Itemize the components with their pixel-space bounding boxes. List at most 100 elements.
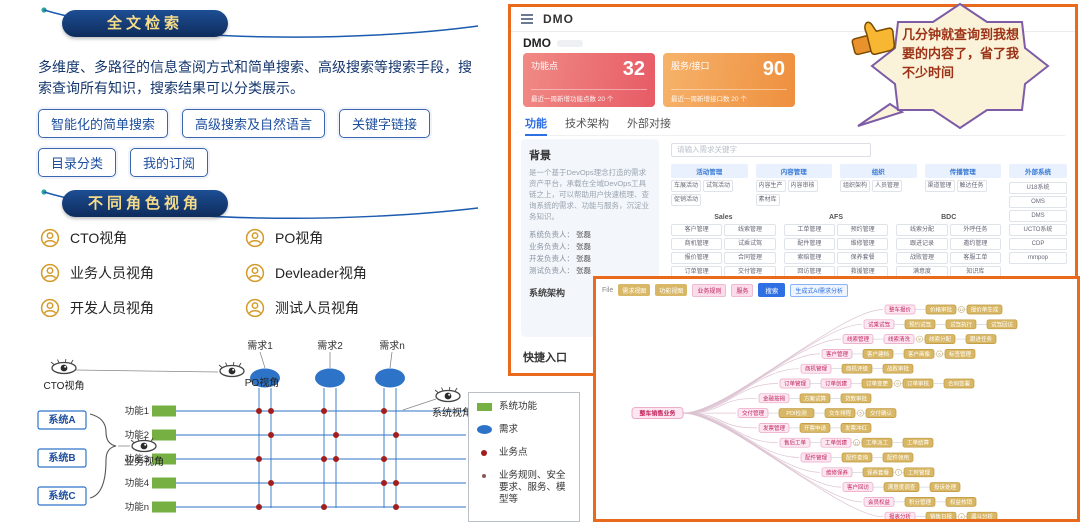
- module-cell[interactable]: 合同管理: [724, 252, 776, 264]
- stat-card-feature-points[interactable]: 功能点 32 最近一周新增功能点数 20 个: [523, 53, 655, 107]
- bubble-text: 几分钟就查询到我想要的内容了，省了我不少时间: [902, 27, 1020, 80]
- panel-footer: 系统架构: [529, 288, 566, 298]
- mindmap-node-label: 订单管理: [784, 380, 807, 388]
- map-toolbar-item: File: [602, 286, 614, 294]
- module-cell[interactable]: 外呼任务: [949, 224, 1002, 236]
- quick-entry-link[interactable]: 快捷入口: [523, 352, 567, 364]
- mindmap-node-label: 配件领用: [887, 454, 909, 462]
- tab-architecture[interactable]: 技术架构: [565, 118, 609, 130]
- panel-title: 背景: [529, 150, 551, 162]
- module-cell[interactable]: 素材库: [755, 194, 780, 206]
- module-cell[interactable]: 促销活动: [671, 194, 702, 206]
- map-toolbar-item[interactable]: 服务: [731, 283, 754, 297]
- mindmap-node[interactable]: [882, 363, 914, 374]
- mindmap-node[interactable]: [945, 497, 977, 507]
- module-cell[interactable]: UCTO系统: [1009, 224, 1067, 236]
- module-cell[interactable]: 跟进记录: [896, 238, 948, 250]
- module-cell[interactable]: 线索分配: [896, 224, 948, 236]
- mindmap-node-label: 试乘试驾: [868, 320, 891, 328]
- module-cell[interactable]: 线索管理: [724, 224, 776, 236]
- module-cell[interactable]: OMS: [1009, 196, 1067, 208]
- mindmap-node-label: 售后工单: [784, 439, 807, 447]
- mindmap-node[interactable]: [840, 423, 872, 433]
- function-block: [152, 477, 176, 489]
- mindmap-node[interactable]: [840, 393, 872, 404]
- module-section-header: BDC: [941, 214, 957, 221]
- module-cell[interactable]: 试乘试驾: [724, 238, 776, 250]
- module-cell[interactable]: 索赔管理: [783, 252, 835, 264]
- module-cell[interactable]: mmpop: [1009, 252, 1067, 264]
- app-tabs: 功能 技术架构 外部对接: [525, 115, 1065, 136]
- map-toolbar-item[interactable]: 生成式AI需求分析: [790, 283, 849, 297]
- feature-chip: 关键字链接: [339, 109, 431, 138]
- mindmap-node[interactable]: [966, 304, 1003, 315]
- legend-green-square: [477, 403, 492, 411]
- owner-value: 张磊: [576, 254, 591, 263]
- module-cell[interactable]: DMS: [1009, 210, 1067, 222]
- mindmap-node[interactable]: [865, 408, 897, 418]
- module-cell[interactable]: 报价管理: [671, 252, 723, 264]
- module-cell[interactable]: 保养套餐: [837, 252, 889, 264]
- mindmap-node[interactable]: [943, 378, 975, 389]
- tab-external[interactable]: 外部对接: [627, 118, 671, 130]
- module-cell[interactable]: 触达任务: [956, 180, 987, 192]
- mindmap-node[interactable]: [903, 467, 935, 478]
- mindmap-node[interactable]: [965, 334, 997, 344]
- module-group-header[interactable]: 活动管理: [671, 164, 748, 178]
- map-toolbar-item[interactable]: 需求视图: [618, 284, 651, 296]
- module-cell[interactable]: 维修管理: [837, 238, 889, 250]
- module-cell[interactable]: 组织架构: [840, 180, 871, 192]
- module-cell[interactable]: 客服工单: [949, 252, 1002, 264]
- stat-card-services[interactable]: 服务/接口 90 最近一周新增接口数 20 个: [663, 53, 795, 107]
- mindmap-node[interactable]: [902, 437, 934, 448]
- function-block: [152, 405, 176, 417]
- mindmap-node[interactable]: [966, 511, 998, 521]
- menu-icon[interactable]: [521, 18, 533, 20]
- po-eye-label: PO视角: [245, 376, 279, 389]
- function-block: [152, 453, 176, 465]
- module-cell[interactable]: 预约管理: [837, 224, 889, 236]
- module-cell[interactable]: 商机管理: [671, 238, 723, 250]
- stat-sub: 最近一周新增接口数 20 个: [671, 89, 787, 103]
- mindmap-root-node[interactable]: [631, 407, 684, 420]
- map-toolbar-item[interactable]: 功能视图: [655, 284, 688, 296]
- function-label: 功能n: [125, 501, 149, 513]
- demand-ellipse: [375, 368, 405, 388]
- mindmap-count-badge: [853, 439, 860, 447]
- module-cell[interactable]: 工单管理: [783, 224, 835, 236]
- legend-blue-ellipse: [477, 425, 492, 434]
- module-cell[interactable]: CDP: [1009, 238, 1067, 250]
- search-input[interactable]: [671, 142, 871, 157]
- module-cell[interactable]: U18系统: [1009, 182, 1067, 194]
- module-group-header[interactable]: 外部系统: [1009, 164, 1067, 178]
- role-icon: [40, 263, 60, 283]
- mindmap-node-label: 投诉处理: [934, 483, 957, 491]
- stat-label: 服务/接口: [671, 61, 710, 71]
- map-toolbar-item[interactable]: 搜索: [758, 283, 786, 297]
- role-icon: [245, 228, 265, 248]
- map-toolbar-item[interactable]: 业务规则: [692, 283, 727, 297]
- mindmap-node[interactable]: [944, 349, 976, 359]
- module-cell[interactable]: 渠道管理: [924, 180, 955, 192]
- mindmap-node[interactable]: [986, 319, 1018, 330]
- module-group-header[interactable]: 内容管理: [755, 164, 832, 178]
- mindmap-count-badge: [895, 468, 902, 476]
- role-item: PO视角: [245, 228, 450, 248]
- module-cell[interactable]: 内容审核: [787, 180, 818, 192]
- module-cell[interactable]: 试驾活动: [703, 180, 734, 192]
- biz-eye-label: 业务视角: [124, 455, 164, 468]
- module-group-header[interactable]: 传播管理: [924, 164, 1001, 178]
- module-cell[interactable]: 客户管理: [671, 224, 723, 236]
- module-cell[interactable]: 内容生产: [755, 180, 786, 192]
- mindmap-node[interactable]: [929, 482, 961, 492]
- mindmap-node[interactable]: [882, 452, 914, 463]
- tab-features[interactable]: 功能: [525, 115, 547, 136]
- module-cell[interactable]: 邀约管理: [949, 238, 1002, 250]
- module-cell[interactable]: 配件管理: [783, 238, 835, 250]
- module-cell[interactable]: 战败管理: [896, 252, 948, 264]
- module-group-header[interactable]: 组织: [840, 164, 917, 178]
- module-cell[interactable]: 人员管理: [872, 180, 903, 192]
- module-cell[interactable]: 车展活动: [671, 180, 702, 192]
